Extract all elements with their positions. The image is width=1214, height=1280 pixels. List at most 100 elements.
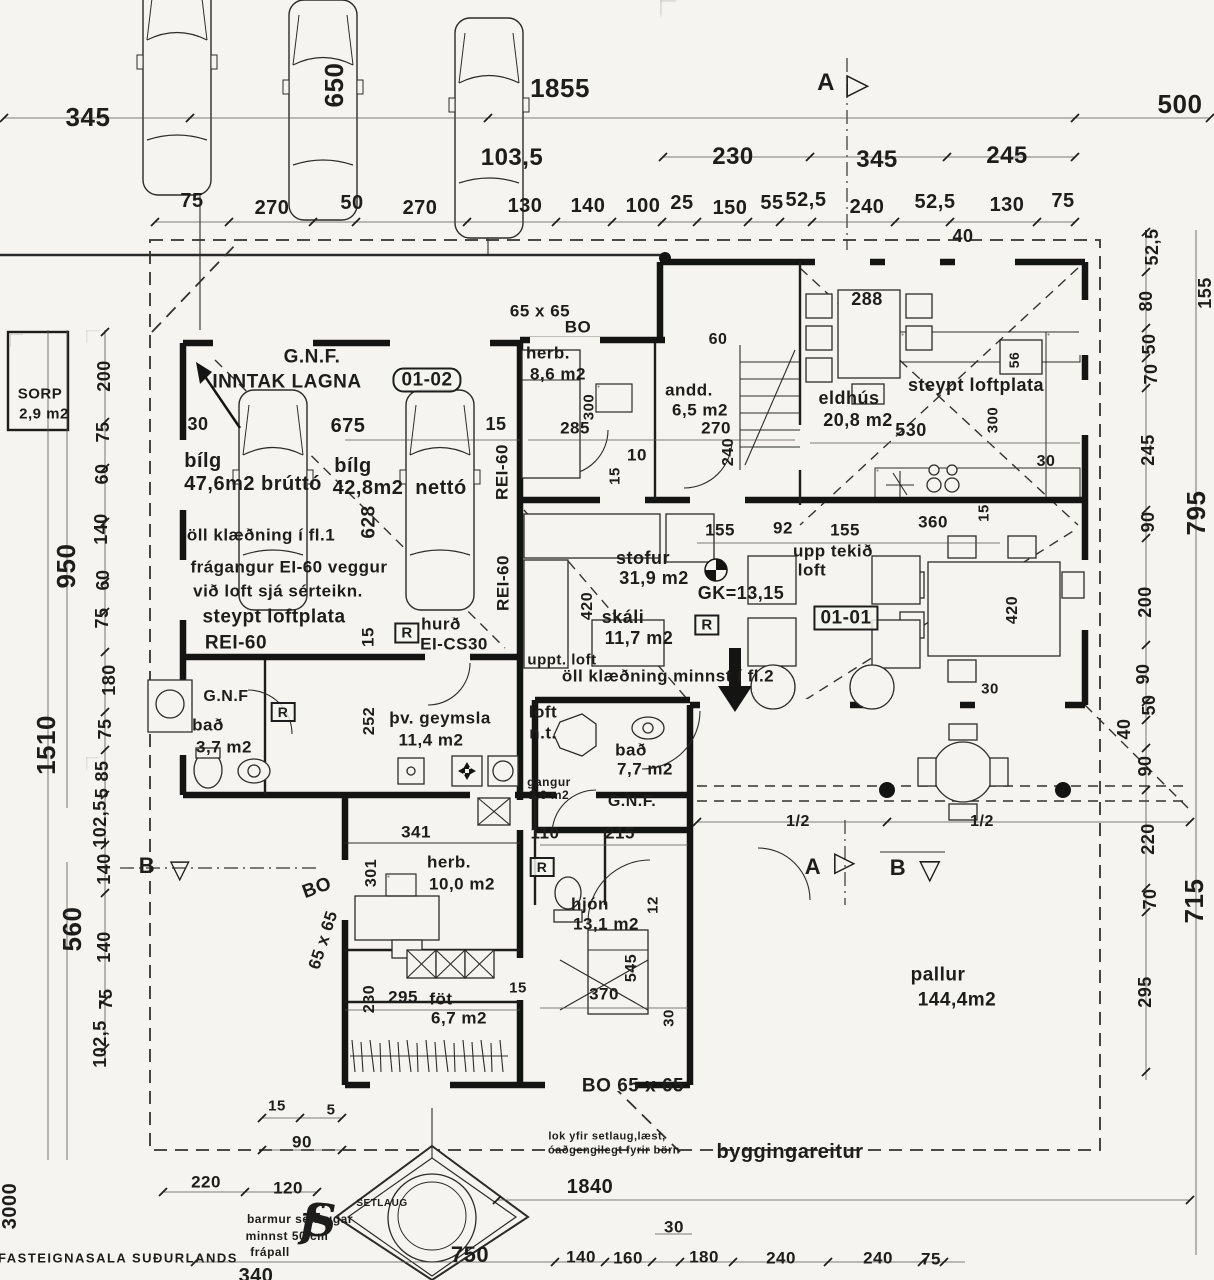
label-setlaug: SETLAUG [356,1198,408,1209]
note-building-plot: byggingareitur [716,1141,864,1163]
dim: 1840 [566,1176,614,1198]
dim: 150 [712,197,748,219]
dim: 50 [1139,333,1159,355]
dim: 15 [606,467,624,485]
dim: 15 [485,414,507,434]
dim: 370 [589,984,619,1004]
dim: 220 [191,1172,221,1192]
dim: 120 [273,1178,303,1198]
dim: 340 [238,1265,274,1280]
dim: 140 [94,853,114,885]
room-geymsla: þv. geymsla [389,708,491,728]
dim: 245 [986,142,1028,169]
room-pallur-area: 144,4m2 [917,989,997,1011]
room-bad-77: bað [615,740,647,760]
dim: 130 [989,194,1025,216]
section-marker-b: B [889,855,907,880]
dim: 140 [566,1247,596,1267]
dim: 52,5 [914,191,956,213]
room-bilg: bílg [184,450,222,472]
room-bad-77-area: 7,7 m2 [617,759,673,779]
dim: 345 [65,102,111,132]
dim: 650 [319,62,349,108]
dim: 75 [93,421,113,443]
dim: 75 [95,718,115,740]
dim: 200 [94,360,114,392]
room-bilg: bílg [334,455,372,477]
dimension-lines [0,113,1214,1267]
dim: 140 [91,513,111,545]
dim: 295 [1135,976,1155,1008]
room-fot-area: 6,7 m2 [431,1008,487,1028]
dim: 75 [96,988,116,1010]
floor-tag: G.N.F [203,688,249,705]
dim: 155 [830,520,860,540]
room-bilg-netto: nettó [415,477,467,499]
dim: 50 [1139,694,1159,716]
dim: 30 [664,1217,684,1237]
note-ei60-wall: frágangur EI-60 veggur [190,557,388,577]
dim: 70 [1140,888,1160,910]
dim: 1855 [530,73,590,103]
floor-tag: G.N.F. [283,346,341,368]
note-ei60-wall-2: við loft sjá sérteikn. [193,581,363,601]
dim: 270 [254,197,290,219]
room-gangur-area: 2,6 m2 [528,788,570,802]
dim: 420 [579,591,596,621]
dim: 80 [1136,290,1156,312]
section-arrow-a: ▷ [846,68,870,101]
dim: 130 [507,195,543,217]
dim: 795 [1181,490,1211,536]
dim: 140 [570,195,606,217]
dim: 30 [981,680,999,698]
dim: 40 [1114,718,1134,740]
room-herb-100: herb. [426,852,472,872]
dim: 180 [689,1247,719,1267]
dim: 15 [509,979,527,997]
note-cladding-2: öll klæðning minnst í fl.2 [561,666,775,686]
dim: 288 [851,289,883,309]
section-arrow-b: ▽ [169,854,191,884]
dim: 3000 [0,1182,21,1230]
dim: 15 [268,1097,286,1115]
dim: 295 [388,987,418,1007]
dim: 341 [401,822,431,842]
note-hot-tub-lid-2: óaðgengilegt fyrir börn [548,1144,680,1157]
dim: 75 [921,1249,941,1269]
dim: 155 [705,520,735,540]
dim: 70 [1141,363,1161,385]
room-bilg-netto: 42,8m2 [332,477,404,499]
room-skali-area: 11,7 m2 [604,628,674,648]
section-marker-a: A [804,854,822,879]
tag-r: R [270,702,296,722]
section-arrow-a: ▷ [833,846,857,877]
dim: 50 [340,192,364,214]
dim: 40 [952,226,974,246]
dim: 60 [92,463,112,485]
symbols [196,252,1071,798]
unit-tag-01-01: 01-01 [813,605,879,631]
dim: 285 [560,418,590,438]
dim: 75 [92,607,112,629]
note-door: hurð [421,614,461,634]
note-uppt-loft: uppt. loft [527,651,597,669]
dim: 160 [613,1248,643,1268]
dim: 90 [1133,663,1153,685]
dim: 230 [712,143,754,170]
room-eldhus: eldhús [818,388,880,408]
note-loft: loft [528,702,558,722]
dim: 301 [363,858,380,888]
dim: 270 [701,418,731,438]
dim: 60 [93,569,113,591]
partitions [263,262,802,1004]
dim: 420 [1004,595,1021,625]
dim: 530 [895,420,927,440]
dim: 102,5 [90,800,110,848]
room-stofur-area: 31,9 m2 [619,568,689,588]
dim: 15 [975,504,993,522]
dim: 500 [1157,89,1203,119]
room-andd: andd. [665,380,713,400]
note-concrete-slab: steypt loftplata [907,375,1045,395]
